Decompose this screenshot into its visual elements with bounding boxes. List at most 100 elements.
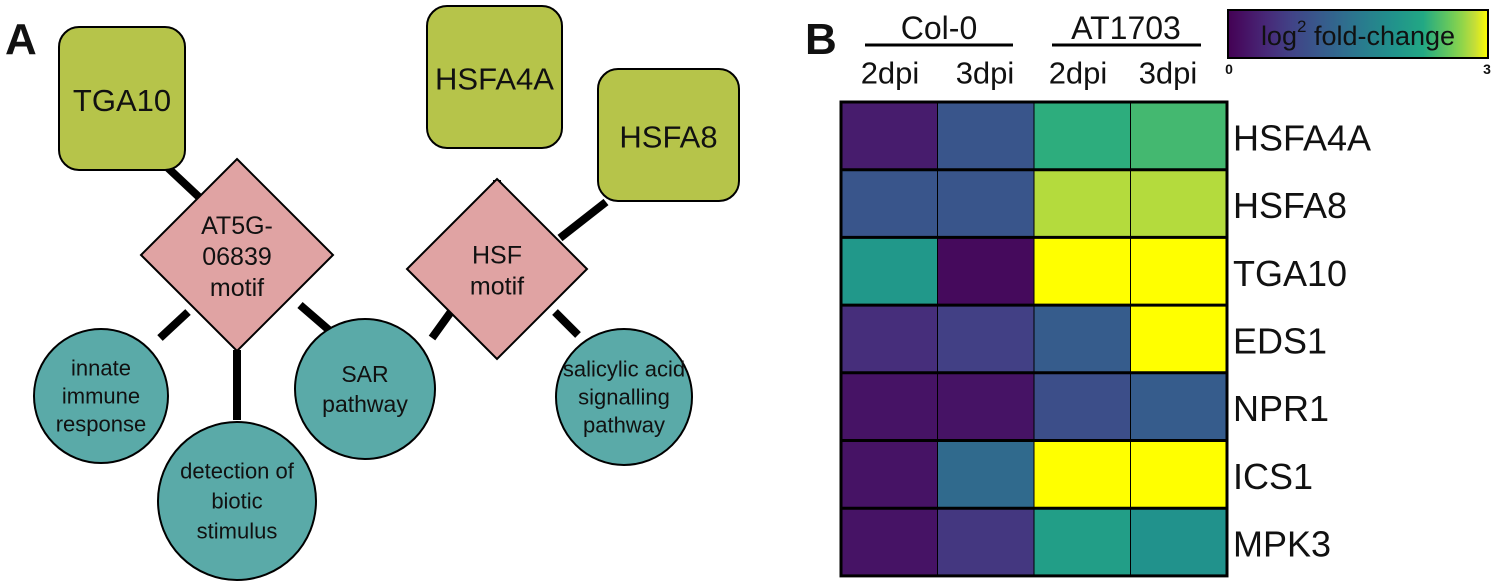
motif-node-label: 06839 bbox=[202, 243, 272, 271]
colorbar-title-base: log bbox=[1261, 21, 1297, 51]
motif-node-1: AT5G- 06839 motif bbox=[139, 157, 335, 353]
gene-node-label: TGA10 bbox=[73, 83, 171, 118]
go-term-label: pathway bbox=[583, 413, 665, 438]
heatmap-cell bbox=[1033, 169, 1131, 238]
heatmap-header: Col-0 AT1703 2dpi 3dpi 2dpi 3dpi bbox=[861, 10, 1201, 91]
motif-node-2: HSF motif bbox=[405, 177, 589, 361]
motif-node-label: HSF bbox=[472, 242, 522, 270]
heatmap-row-label: TGA10 bbox=[1233, 253, 1347, 294]
heatmap-cell bbox=[840, 169, 938, 238]
panel-b-label: B bbox=[805, 15, 837, 64]
go-term-label: detection of bbox=[180, 459, 295, 484]
heatmap-row-label: HSFA8 bbox=[1233, 185, 1347, 226]
colorbar-max-label: 3 bbox=[1483, 61, 1491, 77]
heatmap-cell bbox=[937, 236, 1035, 306]
heatmap-cell bbox=[937, 440, 1035, 509]
colorbar-legend: log2 fold-change 0 3 bbox=[1225, 9, 1491, 77]
heatmap-border bbox=[839, 100, 1229, 578]
heatmap-cell bbox=[1033, 507, 1131, 577]
heatmap-cell bbox=[1033, 372, 1131, 441]
gene-box bbox=[597, 68, 740, 202]
heatmap-cell bbox=[1033, 101, 1131, 171]
network-edge bbox=[552, 309, 581, 338]
heatmap-row-label: EDS1 bbox=[1233, 320, 1327, 361]
go-term-label: SAR bbox=[341, 361, 388, 387]
go-term-label: biotic bbox=[211, 489, 262, 514]
gene-node-label: HSFA8 bbox=[619, 120, 717, 155]
heatmap-cell bbox=[1130, 304, 1228, 374]
motif-diamond bbox=[139, 157, 335, 353]
go-term-label: response bbox=[56, 412, 147, 437]
heatmap-cell bbox=[1033, 236, 1131, 306]
timepoint-label: 3dpi bbox=[1139, 56, 1198, 91]
colorbar-gradient bbox=[1227, 9, 1489, 59]
heatmap-cell bbox=[937, 304, 1035, 374]
go-term-node-3: SAR pathway bbox=[294, 318, 436, 460]
timepoint-label: 2dpi bbox=[1049, 56, 1108, 91]
heatmap-cell bbox=[840, 507, 938, 577]
heatmap-cell bbox=[1130, 507, 1228, 577]
heatmap-cell bbox=[937, 169, 1035, 238]
colorbar-title-rest: fold-change bbox=[1306, 21, 1455, 51]
heatmap-cell bbox=[937, 507, 1035, 577]
motif-node-label: motif bbox=[210, 274, 264, 302]
heatmap-cell bbox=[840, 236, 938, 306]
go-term-label: innate bbox=[71, 356, 131, 381]
heatmap-row-label: HSFA4A bbox=[1233, 117, 1371, 158]
gene-node-tga10: TGA10 bbox=[58, 26, 186, 171]
go-term-circle bbox=[294, 318, 436, 460]
heatmap-cell bbox=[1130, 372, 1228, 441]
heatmap-cell bbox=[1130, 440, 1228, 509]
gene-node-hsfa8: HSFA8 bbox=[597, 68, 740, 202]
heatmap-cell bbox=[840, 101, 938, 171]
heatmap-cell bbox=[1033, 304, 1131, 374]
motif-diamond bbox=[405, 177, 589, 361]
heatmap-cell bbox=[937, 372, 1035, 441]
colorbar-title: log2 fold-change bbox=[1261, 17, 1455, 52]
colorbar-title-sup: 2 bbox=[1297, 17, 1306, 36]
network-edge bbox=[165, 165, 203, 201]
heatmap-row-label: NPR1 bbox=[1233, 388, 1329, 429]
network-edge bbox=[157, 309, 191, 341]
motif-node-label: AT5G- bbox=[201, 212, 273, 240]
gene-node-hsfa4a: HSFA4A bbox=[426, 5, 563, 149]
network-edge bbox=[557, 198, 609, 242]
go-term-label: salicylic acid bbox=[563, 357, 685, 382]
heatmap-cell bbox=[1033, 440, 1131, 509]
heatmap-cell bbox=[937, 101, 1035, 171]
heatmap-cell bbox=[1130, 236, 1228, 306]
colorbar-min-label: 0 bbox=[1225, 61, 1233, 77]
go-term-node-1: innate immune response bbox=[33, 328, 169, 464]
go-term-node-4: salicylic acid signalling pathway bbox=[555, 328, 693, 466]
heatmap-row-label: MPK3 bbox=[1233, 524, 1331, 565]
heatmap-row-label: ICS1 bbox=[1233, 456, 1313, 497]
go-term-node-2: detection of biotic stimulus bbox=[157, 421, 317, 581]
go-term-label: immune bbox=[62, 384, 140, 409]
group-label: AT1703 bbox=[1071, 10, 1181, 46]
heatmap-cell bbox=[840, 372, 938, 441]
group-label: Col-0 bbox=[901, 10, 977, 46]
panel-a-label: A bbox=[5, 15, 37, 64]
heatmap-cell bbox=[840, 440, 938, 509]
go-term-circle bbox=[555, 328, 693, 466]
go-term-label: signalling bbox=[578, 385, 670, 410]
motif-node-label: motif bbox=[470, 273, 524, 301]
go-term-label: stimulus bbox=[197, 519, 278, 544]
gene-node-label: HSFA4A bbox=[435, 62, 554, 97]
heatmap-cells bbox=[839, 100, 1229, 578]
go-term-label: pathway bbox=[322, 391, 408, 417]
timepoint-label: 3dpi bbox=[956, 56, 1015, 91]
go-term-circle bbox=[33, 328, 169, 464]
gene-box bbox=[58, 26, 186, 171]
heatmap-cell bbox=[1130, 101, 1228, 171]
heatmap-cell bbox=[840, 304, 938, 374]
go-term-circle bbox=[157, 421, 317, 581]
timepoint-label: 2dpi bbox=[861, 56, 920, 91]
heatmap-cell bbox=[1130, 169, 1228, 238]
gene-box bbox=[426, 5, 563, 149]
